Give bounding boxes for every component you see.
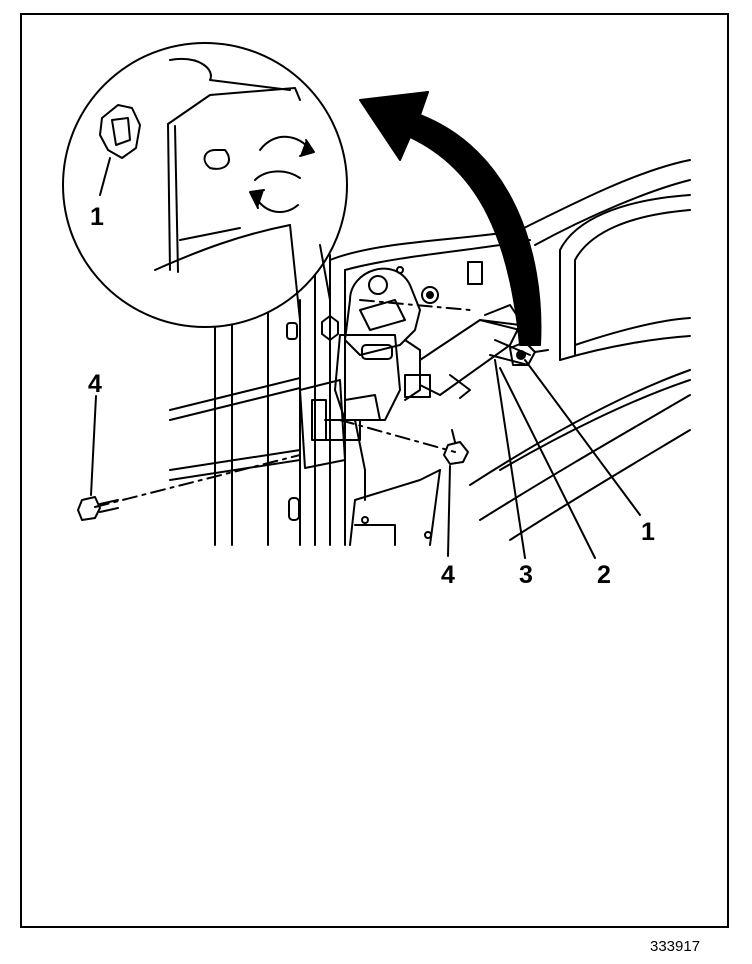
callout-bottom-2: 2 bbox=[597, 561, 611, 589]
callout-bottom-4: 4 bbox=[441, 561, 455, 589]
latch-rod bbox=[419, 319, 531, 399]
removal-arrow bbox=[359, 91, 542, 346]
leader-lines bbox=[90, 359, 641, 559]
callout-bottom-3: 3 bbox=[519, 561, 533, 589]
figure-number: 333917 bbox=[650, 938, 701, 955]
door-latch-assembly bbox=[299, 267, 439, 501]
callout-inset-1: 1 bbox=[90, 203, 104, 231]
bolt-left bbox=[77, 496, 119, 521]
callout-left-4: 4 bbox=[88, 370, 102, 398]
callout-bottom-1: 1 bbox=[641, 518, 655, 546]
inset-detail bbox=[62, 42, 348, 328]
bolt-bottom bbox=[443, 429, 469, 465]
